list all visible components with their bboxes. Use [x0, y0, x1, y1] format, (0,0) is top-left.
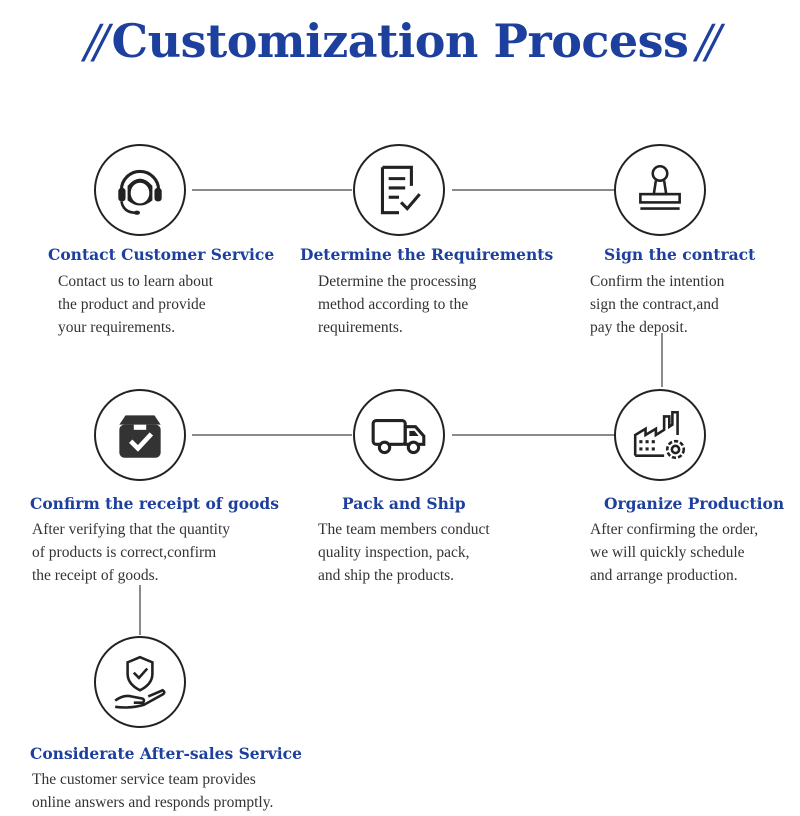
connector-line — [452, 434, 614, 436]
step-title: Considerate After-sales Service — [30, 744, 302, 763]
description-line: Determine the processing — [318, 273, 477, 290]
step-icon-circle — [353, 389, 445, 481]
stamp-icon — [639, 164, 681, 210]
description-line: quality inspection, pack, — [318, 544, 470, 561]
step-description: The customer service team provides onlin… — [32, 768, 273, 814]
connector-line — [452, 189, 614, 191]
step-icon-circle — [353, 144, 445, 236]
description-line: Contact us to learn about — [58, 273, 213, 290]
description-line: and ship the products. — [318, 567, 455, 584]
step-title: Confirm the receipt of goods — [30, 494, 279, 513]
connector-line — [661, 333, 663, 387]
step-description: After confirming the order, we will quic… — [590, 518, 758, 587]
description-line: The customer service team provides — [32, 771, 256, 788]
step-title: Sign the contract — [604, 245, 756, 264]
description-line: After verifying that the quantity — [32, 521, 230, 538]
box-check-icon — [119, 415, 161, 458]
document-check-icon — [380, 165, 421, 215]
connector-line — [192, 434, 352, 436]
step-title: Determine the Requirements — [300, 245, 554, 264]
description-line: The team members conduct — [318, 521, 490, 538]
description-line: online answers and responds promptly. — [32, 794, 274, 811]
description-line: we will quickly schedule — [590, 544, 745, 561]
description-line: After confirming the order, — [590, 521, 759, 538]
step-icon-circle — [94, 636, 186, 728]
description-line: method according to the — [318, 296, 469, 313]
description-line: the product and provide — [58, 296, 206, 313]
step-title: Organize Production — [604, 494, 785, 513]
connector-line — [139, 585, 141, 635]
step-icon-circle — [614, 144, 706, 236]
description-line: requirements. — [318, 319, 403, 336]
description-line: the receipt of goods. — [32, 567, 159, 584]
shield-hand-icon — [114, 655, 166, 709]
step-description: Confirm the intention sign the contract,… — [590, 270, 724, 339]
description-line: and arrange production. — [590, 567, 738, 584]
step-icon-circle — [94, 389, 186, 481]
description-line: Confirm the intention — [590, 273, 725, 290]
step-title: Contact Customer Service — [48, 245, 275, 264]
description-line: pay the deposit. — [590, 319, 688, 336]
description-line: your requirements. — [58, 319, 176, 336]
step-title: Pack and Ship — [342, 494, 466, 513]
description-line: sign the contract,and — [590, 296, 719, 313]
truck-icon — [371, 418, 426, 455]
headset-icon — [118, 169, 162, 215]
description-line: of products is correct,confirm — [32, 544, 217, 561]
step-description: Determine the processing method accordin… — [318, 270, 476, 339]
title-text: Customization Process — [111, 14, 689, 68]
step-icon-circle — [614, 389, 706, 481]
step-icon-circle — [94, 144, 186, 236]
step-description: Contact us to learn about the product an… — [58, 270, 213, 339]
connector-line — [192, 189, 352, 191]
page-title: //Customization Process// — [0, 14, 800, 68]
title-slash-right: // — [696, 14, 721, 68]
factory-gear-icon — [633, 410, 686, 460]
step-description: After verifying that the quantity of pro… — [32, 518, 230, 587]
title-slash-left: // — [84, 14, 110, 68]
step-description: The team members conduct quality inspect… — [318, 518, 490, 587]
